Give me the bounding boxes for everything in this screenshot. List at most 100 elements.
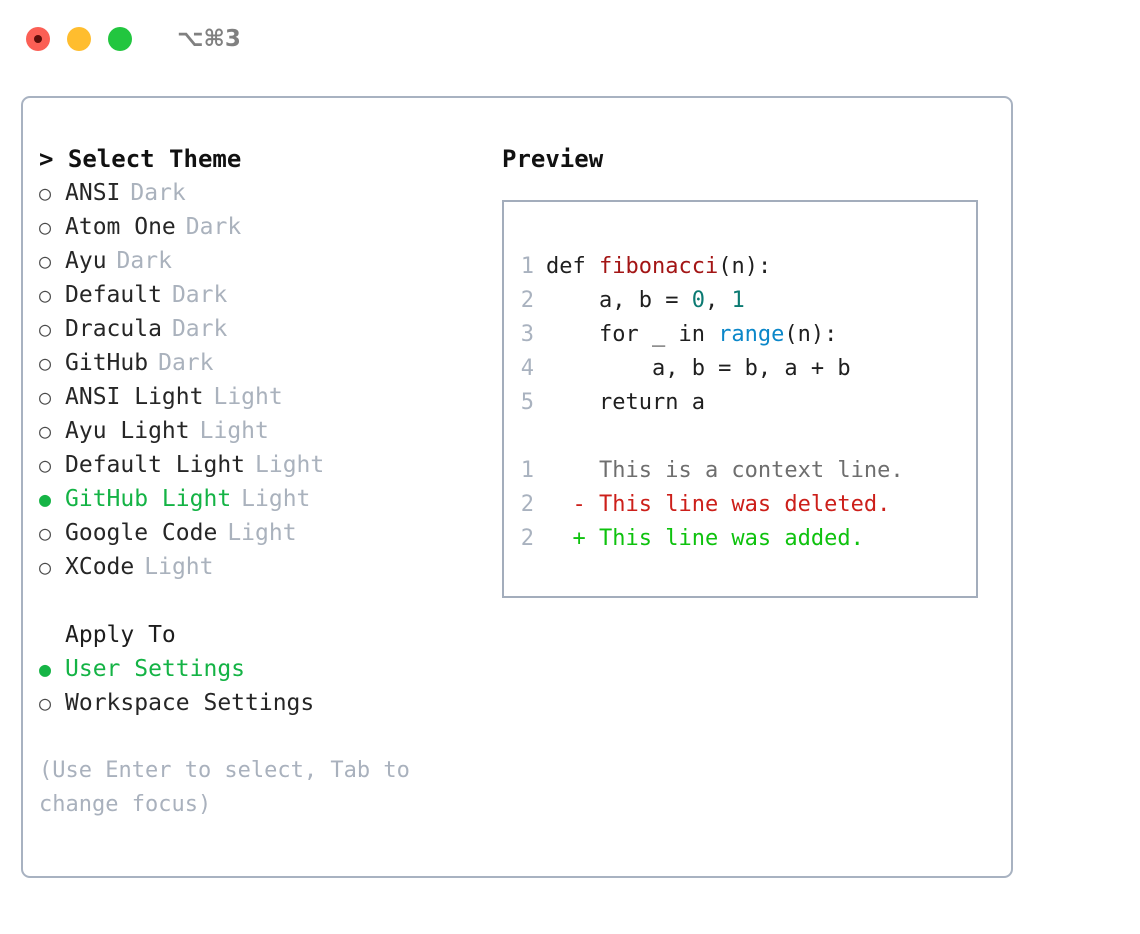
theme-option-variant: Light <box>213 384 283 410</box>
code-token: (n): <box>784 322 838 347</box>
theme-option-variant: Light <box>241 486 311 512</box>
radio-unselected-icon: ○ <box>39 453 52 477</box>
apply-to-option[interactable]: ● User Settings <box>39 652 489 686</box>
theme-option-name: Ayu Light <box>65 418 190 444</box>
theme-option[interactable]: ○ Google Code Light <box>39 516 489 550</box>
diff-marker: - <box>546 492 599 517</box>
code-line: 5 return a <box>504 386 976 420</box>
close-window-button[interactable] <box>26 27 50 51</box>
theme-option-name: XCode <box>65 554 135 580</box>
minimize-window-button[interactable] <box>67 27 91 51</box>
theme-option-variant: Light <box>199 418 269 444</box>
line-number: 3 <box>520 322 534 347</box>
theme-option-name: Google Code <box>65 520 218 546</box>
theme-option-variant: Dark <box>130 180 186 206</box>
diff-marker <box>546 454 599 488</box>
code-token: 1 <box>731 288 745 313</box>
diff-sample: 1 This is a context line.2 - This line w… <box>504 454 976 556</box>
theme-option[interactable]: ○ XCode Light <box>39 550 489 584</box>
radio-selected-icon: ● <box>39 487 52 511</box>
diff-line: 2 - This line was deleted. <box>504 488 976 522</box>
line-number: 4 <box>520 356 534 381</box>
code-token: def <box>546 254 599 279</box>
theme-option[interactable]: ○ Ayu Dark <box>39 244 489 278</box>
code-token: return a <box>546 390 705 415</box>
radio-unselected-icon: ○ <box>39 691 52 715</box>
theme-option[interactable]: ○ Dracula Dark <box>39 312 489 346</box>
title-bar: ⌥⌘3 <box>0 0 1140 78</box>
radio-unselected-icon: ○ <box>39 249 52 273</box>
line-number: 1 <box>520 254 534 279</box>
theme-option-name: Ayu <box>65 248 107 274</box>
theme-option-variant: Dark <box>171 282 228 308</box>
radio-unselected-icon: ○ <box>39 521 52 545</box>
line-number: 1 <box>520 458 534 483</box>
theme-option-name: Dracula <box>65 316 162 342</box>
apply-to-label: Apply To <box>65 622 176 648</box>
radio-selected-icon: ● <box>39 657 52 681</box>
code-line-content: for _ in range(n): <box>546 318 837 352</box>
diff-line: 1 This is a context line. <box>504 454 976 488</box>
code-line-content: def fibonacci(n): <box>546 250 771 284</box>
code-line-content: a, b = b, a + b <box>546 352 851 386</box>
theme-option-name: ANSI Light <box>65 384 204 410</box>
line-number: 2 <box>520 492 534 517</box>
code-diff-separator <box>504 420 976 454</box>
theme-option[interactable]: ○ ANSI Dark <box>39 176 489 210</box>
radio-unselected-icon: ○ <box>39 283 52 307</box>
radio-unselected-icon: ○ <box>39 317 52 341</box>
select-theme-heading: > Select Theme <box>39 145 242 173</box>
theme-option-name: GitHub <box>65 350 149 376</box>
theme-option[interactable]: ● GitHub Light Light <box>39 482 489 516</box>
keyboard-hint-text: (Use Enter to select, Tab to change focu… <box>39 758 424 817</box>
apply-to-list[interactable]: ● User Settings ○ Workspace Settings <box>39 652 489 720</box>
code-token: a, b = <box>546 288 692 313</box>
diff-line-text: This line was deleted. <box>598 492 891 517</box>
theme-option-variant: Dark <box>158 350 214 376</box>
radio-unselected-icon: ○ <box>39 555 52 579</box>
keyboard-shortcut-label: ⌥⌘3 <box>177 26 241 52</box>
line-number: 2 <box>520 526 534 551</box>
code-token: (n): <box>718 254 772 279</box>
traffic-light-controls <box>26 27 132 51</box>
apply-to-option[interactable]: ○ Workspace Settings <box>39 686 489 720</box>
apply-to-option-name: User Settings <box>65 656 246 682</box>
maximize-window-button[interactable] <box>108 27 132 51</box>
line-number: 2 <box>520 288 534 313</box>
apply-to-bullet-spacer: ○ <box>39 618 65 652</box>
diff-marker: + <box>546 526 599 551</box>
preview-heading: Preview <box>502 145 604 173</box>
theme-option[interactable]: ○ Ayu Light Light <box>39 414 489 448</box>
theme-option-variant: Dark <box>171 316 228 342</box>
theme-option-name: ANSI <box>65 180 121 206</box>
radio-unselected-icon: ○ <box>39 181 52 205</box>
radio-unselected-icon: ○ <box>39 215 52 239</box>
radio-unselected-icon: ○ <box>39 419 52 443</box>
code-line: 2 a, b = 0, 1 <box>504 284 976 318</box>
theme-option-variant: Dark <box>116 248 172 274</box>
code-line: 4 a, b = b, a + b <box>504 352 976 386</box>
theme-option-name: Default Light <box>65 452 246 478</box>
code-line: 1 def fibonacci(n): <box>504 250 976 284</box>
diff-line-text: This line was added. <box>598 526 864 551</box>
apply-to-heading: ○ Apply To <box>39 618 489 652</box>
theme-option-name: GitHub Light <box>65 486 232 512</box>
theme-option[interactable]: ○ Atom One Dark <box>39 210 489 244</box>
diff-line-text: This is a context line. <box>598 458 904 483</box>
theme-option-variant: Dark <box>185 214 242 240</box>
code-token: fibonacci <box>598 254 719 279</box>
code-token: 0 <box>691 288 705 313</box>
theme-option-variant: Light <box>144 554 214 580</box>
apply-to-option-name: Workspace Settings <box>65 690 315 716</box>
theme-option-variant: Light <box>227 520 297 546</box>
code-line: 3 for _ in range(n): <box>504 318 976 352</box>
theme-option-name: Atom One <box>65 214 176 240</box>
